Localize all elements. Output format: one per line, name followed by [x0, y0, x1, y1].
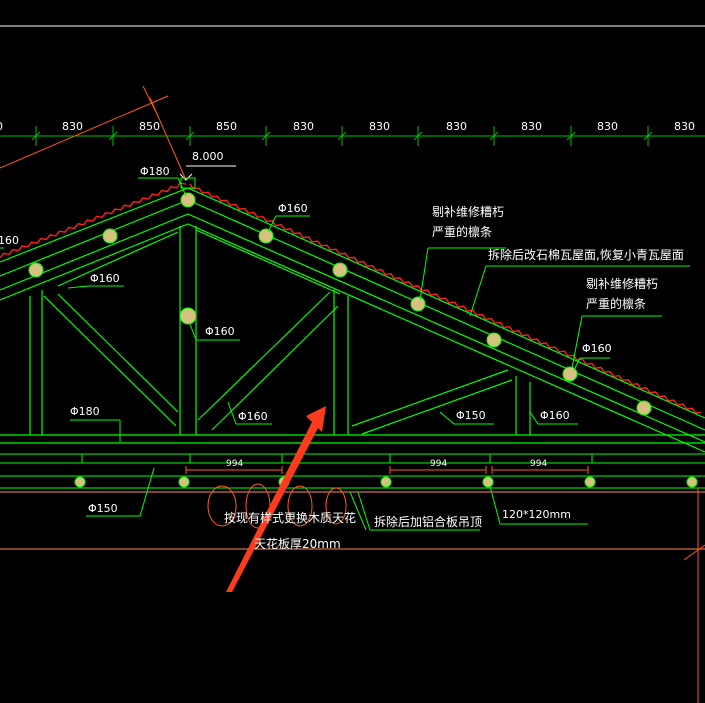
purlin-log [410, 296, 426, 312]
dim-label-4: 830 [293, 120, 314, 133]
purlin-log [258, 228, 274, 244]
repair-notes: 剔补维修糟朽 严重的檩条 拆除后改石棉瓦屋面,恢复小青瓦屋面 剔补维修糟朽 严重… [224, 204, 684, 551]
note-repair-2-line2: 严重的檩条 [586, 296, 646, 311]
dimension-labels: 0 830 850 850 830 830 830 830 830 830 [0, 120, 695, 133]
dim-label-3: 850 [216, 120, 237, 133]
purlin-log [102, 228, 118, 244]
dimension-slash [643, 131, 653, 141]
dimension-slash [185, 131, 195, 141]
purlin-log [636, 400, 652, 416]
ridge-block [180, 177, 196, 189]
label-diag-left: Φ160 [90, 272, 120, 285]
purlins [28, 192, 698, 488]
ceiling-verticals [81, 454, 593, 463]
purlin-log [486, 332, 502, 348]
dim-label-8: 830 [597, 120, 618, 133]
dimension-slash [108, 131, 118, 141]
note-repair-1-line2: 严重的檩条 [432, 224, 492, 239]
dimension-slash [489, 131, 499, 141]
dim-label-6: 830 [446, 120, 467, 133]
tie-beam [0, 434, 705, 444]
joist-log [482, 476, 494, 488]
dimension-slash [337, 131, 347, 141]
dim-label-5: 830 [369, 120, 390, 133]
revision-clouds [207, 483, 347, 529]
dim-label-7: 830 [521, 120, 542, 133]
span-label-3: 994 [530, 459, 547, 469]
red-arrow [226, 406, 326, 592]
label-king-post: Φ160 [205, 325, 235, 338]
span-dimensions [185, 466, 589, 474]
dimension-line [0, 126, 705, 146]
truss-webs [29, 226, 531, 435]
label-diag-right-low: Φ150 [456, 409, 486, 422]
note-repair-2-line1: 剔补维修糟朽 [586, 276, 658, 291]
slope-annotation [0, 85, 187, 181]
label-tie-beam: Φ180 [70, 405, 100, 418]
purlin-log [562, 366, 578, 382]
elevation-marker: 8.000 [179, 150, 236, 181]
dim-label-1: 830 [62, 120, 83, 133]
label-ceiling-beam: 120*120mm [502, 508, 571, 521]
ceiling-board [0, 491, 705, 550]
note-ceiling-replace: 按现有样式更换木质天花 [224, 510, 356, 525]
span-label-2: 994 [430, 459, 447, 469]
dimension-slash [31, 131, 41, 141]
roof-rafters [0, 187, 705, 453]
note-aluminum-ceiling: 拆除后加铝合板吊顶 [374, 514, 482, 529]
roof-tiles [0, 182, 702, 414]
span-labels: 994 994 994 [226, 459, 547, 469]
purlin-log [180, 192, 196, 208]
joist-log [584, 476, 596, 488]
purlin-log [332, 262, 348, 278]
label-ridge-purlin: Φ180 [140, 165, 170, 178]
dimension-slash [413, 131, 423, 141]
note-repair-1-line1: 剔补维修糟朽 [432, 204, 504, 219]
label-ceiling-joist: Φ150 [88, 502, 118, 515]
dimension-slash [261, 131, 271, 141]
purlin-log [179, 307, 197, 325]
joist-log [380, 476, 392, 488]
elevation-label: 8.000 [192, 150, 224, 163]
label-purlin-right: Φ160 [582, 342, 612, 355]
joist-log [74, 476, 86, 488]
dim-label-2: 850 [139, 120, 160, 133]
label-purlin-upper: Φ160 [278, 202, 308, 215]
label-vert-right: Φ160 [540, 409, 570, 422]
right-wall [683, 488, 705, 703]
dim-label-0: 0 [0, 120, 3, 133]
label-diag-mid: Φ160 [238, 410, 268, 423]
dim-label-9: 830 [674, 120, 695, 133]
ceiling-joists [0, 453, 705, 489]
joist-log [686, 476, 698, 488]
dimension-slash [566, 131, 576, 141]
joist-log [178, 476, 190, 488]
purlin-log [28, 262, 44, 278]
leader-lines [0, 177, 690, 531]
member-labels: Φ180 Φ160 160 Φ160 Φ160 Φ160 Φ180 Φ150 Φ… [0, 165, 612, 521]
label-purlin-left: 160 [0, 234, 19, 247]
note-ceiling-thickness: 天花板厚20mm [254, 536, 341, 551]
note-roof-replace: 拆除后改石棉瓦屋面,恢复小青瓦屋面 [488, 247, 684, 262]
span-label-1: 994 [226, 459, 243, 469]
